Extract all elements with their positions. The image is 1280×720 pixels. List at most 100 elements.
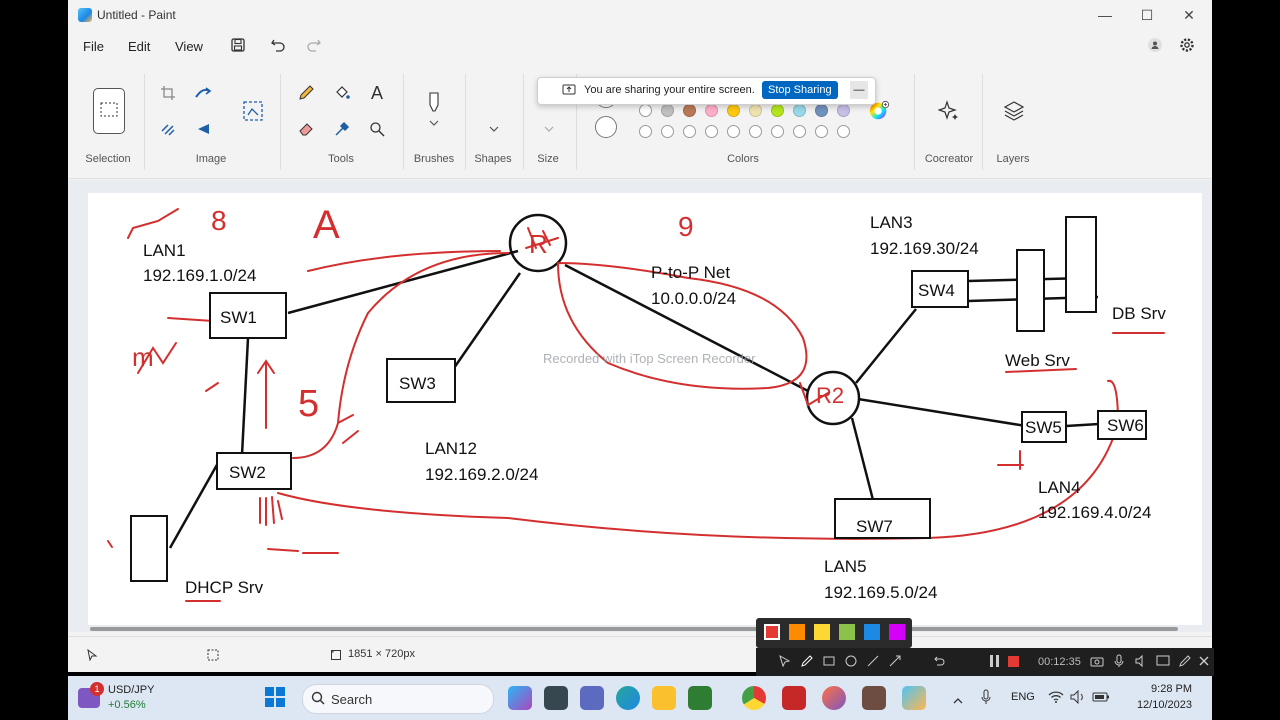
settings-gear-icon[interactable] [1178,36,1196,54]
palette-swatch-6[interactable] [749,104,762,117]
pen-tool-icon[interactable] [800,654,814,673]
clock-time[interactable]: 9:28 PM [1151,683,1192,695]
stop-record-icon[interactable] [1008,656,1019,667]
custom-color-slot-8[interactable] [793,125,806,138]
menu-file[interactable]: File [83,39,104,54]
palette-swatch-1[interactable] [639,104,652,117]
shapes-chevron-icon[interactable] [483,118,505,140]
start-windows-icon[interactable] [264,686,286,713]
edit-icon[interactable] [1178,654,1192,673]
close-button[interactable]: ✕ [1183,6,1195,23]
magnifier-icon[interactable] [366,118,388,140]
sw6-label: SW6 [1107,416,1144,435]
rotate-icon[interactable] [192,118,214,140]
select-pattern-icon[interactable] [157,118,179,140]
maximize-button[interactable]: ☐ [1140,6,1154,23]
text-tool-icon[interactable]: A [370,82,383,103]
ellipse-tool-icon[interactable] [844,654,858,673]
microphone-icon[interactable] [1112,654,1126,673]
screen-recorder-icon[interactable] [782,686,806,710]
battery-icon[interactable] [1092,690,1110,709]
palette-swatch-7[interactable] [771,104,784,117]
save-icon[interactable] [229,36,247,54]
menu-edit[interactable]: Edit [128,39,151,54]
layers-icon[interactable] [1003,100,1025,122]
recorder-color-6[interactable] [889,624,905,640]
custom-color-slot-4[interactable] [705,125,718,138]
size-chevron-icon[interactable] [538,118,560,140]
switch-sw5: SW5 [1021,411,1067,443]
palette-swatch-8[interactable] [793,104,806,117]
recorder-color-5[interactable] [864,624,880,640]
copilot-icon[interactable] [508,686,532,710]
palette-swatch-5[interactable] [727,104,740,117]
custom-color-slot-1[interactable] [639,125,652,138]
recorder-color-2[interactable] [789,624,805,640]
undo-annotation-icon[interactable] [932,654,946,673]
palette-swatch-9[interactable] [815,104,828,117]
taskbar-search[interactable]: Search [302,684,494,714]
pause-icon[interactable] [990,655,993,667]
share-minimize-button[interactable]: — [850,81,868,99]
camtasia-icon[interactable] [688,686,712,710]
palette-swatch-3[interactable] [683,104,696,117]
chrome-browser-icon[interactable] [742,686,766,710]
close-recorder-icon[interactable] [1198,654,1210,672]
ticker-symbol[interactable]: USD/JPY [108,684,155,696]
teams-icon[interactable] [580,686,604,710]
recorder-color-4[interactable] [839,624,855,640]
secondary-color-swatch[interactable] [595,116,617,138]
recorder-color-3[interactable] [814,624,830,640]
redo-icon[interactable] [305,36,323,54]
resize-icon[interactable] [192,82,214,104]
line-tool-icon[interactable] [866,654,880,673]
camera-icon[interactable] [1090,654,1104,673]
custom-color-slot-6[interactable] [749,125,762,138]
edit-colors-icon[interactable] [868,100,890,122]
pencil-icon[interactable] [295,82,317,104]
language-indicator[interactable]: ENG [1011,691,1035,703]
crop-icon[interactable] [157,82,179,104]
speaker-icon[interactable] [1134,654,1148,673]
cocreator-sparkle-icon[interactable] [938,100,960,122]
recorder-color-1[interactable] [764,624,780,640]
account-icon[interactable] [1146,36,1164,54]
color-picker-icon[interactable] [331,118,353,140]
arrow-line-tool-icon[interactable] [888,654,902,673]
volume-icon[interactable] [1070,689,1086,709]
custom-color-slot-9[interactable] [815,125,828,138]
task-view-icon[interactable] [544,686,568,710]
drawing-canvas[interactable]: 8 A 9 5 LAN1 192.169.1.0/24 LAN3 192.169… [88,193,1202,625]
chevron-up-icon[interactable] [952,692,964,710]
brush-icon[interactable] [423,90,445,128]
menu-view[interactable]: View [175,39,203,54]
custom-color-slot-7[interactable] [771,125,784,138]
undo-icon[interactable] [269,36,287,54]
selection-tool-icon[interactable] [93,88,125,134]
file-explorer-icon[interactable] [652,686,676,710]
clock-date[interactable]: 12/10/2023 [1136,699,1192,711]
winrar-icon[interactable] [862,686,886,710]
custom-color-slot-3[interactable] [683,125,696,138]
pause-icon[interactable] [996,655,999,667]
custom-color-slot-10[interactable] [837,125,850,138]
horizontal-scrollbar[interactable] [78,626,1196,632]
rectangle-tool-icon[interactable] [822,654,836,673]
custom-color-slot-5[interactable] [727,125,740,138]
eraser-icon[interactable] [295,118,317,140]
stop-sharing-button[interactable]: Stop Sharing [762,81,838,99]
arrow-tool-icon[interactable] [778,654,792,673]
firefox-browser-icon[interactable] [822,686,846,710]
palette-swatch-10[interactable] [837,104,850,117]
palette-swatch-4[interactable] [705,104,718,117]
palette-swatch-2[interactable] [661,104,674,117]
wifi-icon[interactable] [1048,690,1064,709]
fill-bucket-icon[interactable] [331,82,353,104]
screen-icon[interactable] [1156,654,1170,673]
paint-taskbar-icon[interactable] [902,686,926,710]
edge-browser-icon[interactable] [616,686,640,710]
image-select-icon[interactable] [242,100,264,122]
custom-color-slot-2[interactable] [661,125,674,138]
microphone-tray-icon[interactable] [980,689,992,710]
minimize-button[interactable]: — [1098,7,1112,23]
